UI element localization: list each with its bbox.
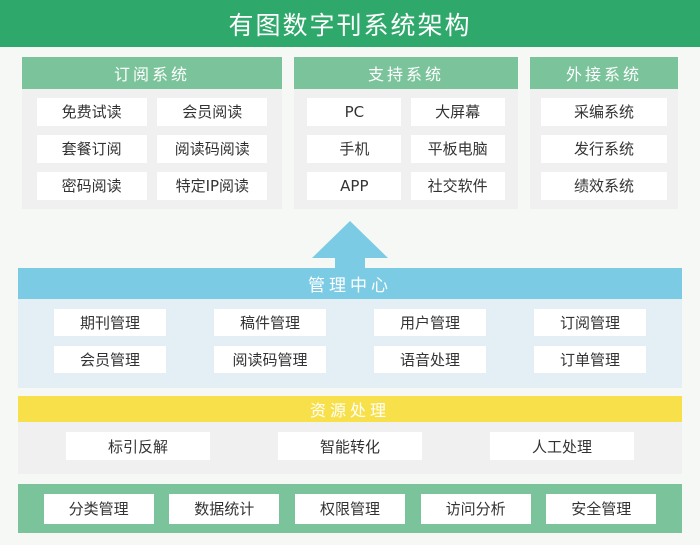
item-large-screen[interactable]: 大屏幕 — [410, 97, 505, 126]
panel-body-subscription: 免费试读 会员阅读 套餐订阅 阅读码阅读 密码阅读 特定IP阅读 — [22, 89, 282, 209]
item-app[interactable]: APP — [307, 171, 402, 200]
panel-body-external: 采编系统 发行系统 绩效系统 — [530, 89, 678, 209]
item-permission-management[interactable]: 权限管理 — [294, 493, 405, 524]
item-password-reading[interactable]: 密码阅读 — [36, 171, 147, 200]
panel-subscription-system: 订阅系统 免费试读 会员阅读 套餐订阅 阅读码阅读 密码阅读 特定IP阅读 — [22, 57, 282, 209]
panel-header-support: 支持系统 — [294, 57, 518, 89]
top-panels-row: 订阅系统 免费试读 会员阅读 套餐订阅 阅读码阅读 密码阅读 特定IP阅读 支持… — [22, 57, 678, 209]
page-title: 有图数字刊系统架构 — [228, 10, 472, 40]
resource-processing-body: 标引反解 智能转化 人工处理 — [18, 422, 682, 470]
section-bottom-bar: 分类管理 数据统计 权限管理 访问分析 安全管理 — [18, 484, 682, 533]
item-social-software[interactable]: 社交软件 — [410, 171, 505, 200]
item-subscription-management[interactable]: 订阅管理 — [534, 309, 646, 336]
section-resource-processing: 资源处理 标引反解 智能转化 人工处理 — [18, 396, 682, 474]
item-voice-processing[interactable]: 语音处理 — [374, 346, 486, 373]
item-reading-code-management[interactable]: 阅读码管理 — [214, 346, 326, 373]
item-member-management[interactable]: 会员管理 — [54, 346, 166, 373]
panel-support-system: 支持系统 PC 大屏幕 手机 平板电脑 APP 社交软件 — [294, 57, 518, 209]
panel-header-subscription: 订阅系统 — [22, 57, 282, 89]
item-performance-system[interactable]: 绩效系统 — [541, 171, 667, 200]
item-member-reading[interactable]: 会员阅读 — [157, 97, 268, 126]
management-center-header: 管理中心 — [18, 268, 682, 299]
panel-header-external: 外接系统 — [530, 57, 678, 89]
item-data-statistics[interactable]: 数据统计 — [169, 493, 280, 524]
panel-body-support: PC 大屏幕 手机 平板电脑 APP 社交软件 — [294, 89, 518, 209]
item-specific-ip-reading[interactable]: 特定IP阅读 — [157, 171, 268, 200]
item-access-analysis[interactable]: 访问分析 — [420, 493, 531, 524]
arrow-up-icon — [312, 221, 388, 271]
item-distribution-system[interactable]: 发行系统 — [541, 134, 667, 163]
item-package-subscription[interactable]: 套餐订阅 — [36, 134, 147, 163]
resource-processing-header: 资源处理 — [18, 396, 682, 422]
item-manuscript-management[interactable]: 稿件管理 — [214, 309, 326, 336]
item-journal-management[interactable]: 期刊管理 — [54, 309, 166, 336]
item-tablet[interactable]: 平板电脑 — [410, 134, 505, 163]
item-acquisition-editing-system[interactable]: 采编系统 — [541, 97, 667, 126]
item-user-management[interactable]: 用户管理 — [374, 309, 486, 336]
item-order-management[interactable]: 订单管理 — [534, 346, 646, 373]
management-center-body: 期刊管理 稿件管理 用户管理 订阅管理 会员管理 阅读码管理 语音处理 订单管理 — [18, 299, 682, 383]
item-security-management[interactable]: 安全管理 — [546, 493, 657, 524]
item-mobile-phone[interactable]: 手机 — [307, 134, 402, 163]
section-management-center: 管理中心 期刊管理 稿件管理 用户管理 订阅管理 会员管理 阅读码管理 语音处理… — [18, 268, 682, 388]
item-index-reverse-parsing[interactable]: 标引反解 — [66, 432, 210, 460]
item-free-trial[interactable]: 免费试读 — [36, 97, 147, 126]
item-category-management[interactable]: 分类管理 — [43, 493, 154, 524]
item-pc[interactable]: PC — [307, 97, 402, 126]
item-reading-code-reading[interactable]: 阅读码阅读 — [157, 134, 268, 163]
item-manual-processing[interactable]: 人工处理 — [490, 432, 634, 460]
panel-external-system: 外接系统 采编系统 发行系统 绩效系统 — [530, 57, 678, 209]
page-title-bar: 有图数字刊系统架构 — [0, 0, 700, 47]
item-intelligent-conversion[interactable]: 智能转化 — [278, 432, 422, 460]
